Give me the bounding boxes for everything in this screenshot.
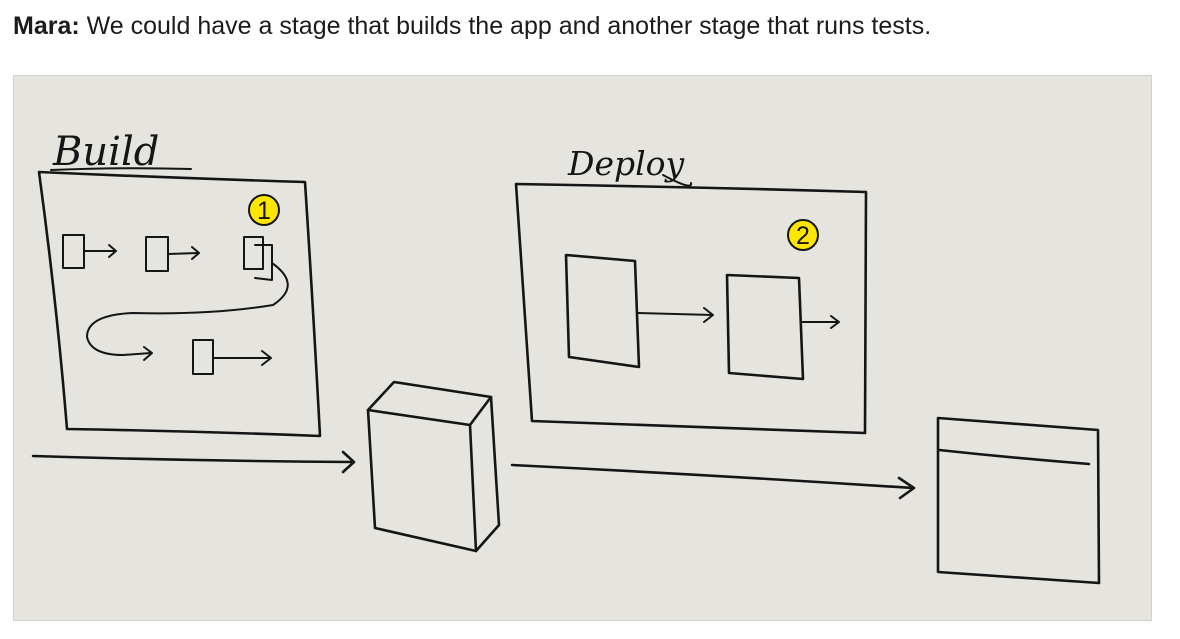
artifact-package: [366, 380, 501, 553]
speaker-name: Mara:: [13, 12, 80, 40]
svg-text:1: 1: [257, 197, 271, 225]
dialogue-text: We could have a stage that builds the ap…: [79, 12, 932, 40]
deploy-task-flow: [564, 253, 840, 381]
app-window: [936, 416, 1101, 585]
deploy-stage-box: [514, 182, 868, 435]
deploy-label-tail: [662, 174, 693, 187]
build-task-flow: [62, 234, 289, 375]
build-stage-box: [37, 170, 322, 438]
dialogue-line: Mara: We could have a stage that builds …: [13, 8, 931, 44]
deploy-output-arrow: [510, 463, 916, 500]
build-label-underline: [50, 167, 192, 171]
badge-1: 1: [248, 194, 280, 226]
badge-2: 2: [787, 219, 819, 251]
svg-text:2: 2: [796, 222, 810, 250]
build-output-arrow: [31, 450, 356, 474]
whiteboard-sketch: Build 1 Deploy: [13, 75, 1152, 621]
sketch-canvas: Build 1 Deploy: [31, 129, 1101, 585]
